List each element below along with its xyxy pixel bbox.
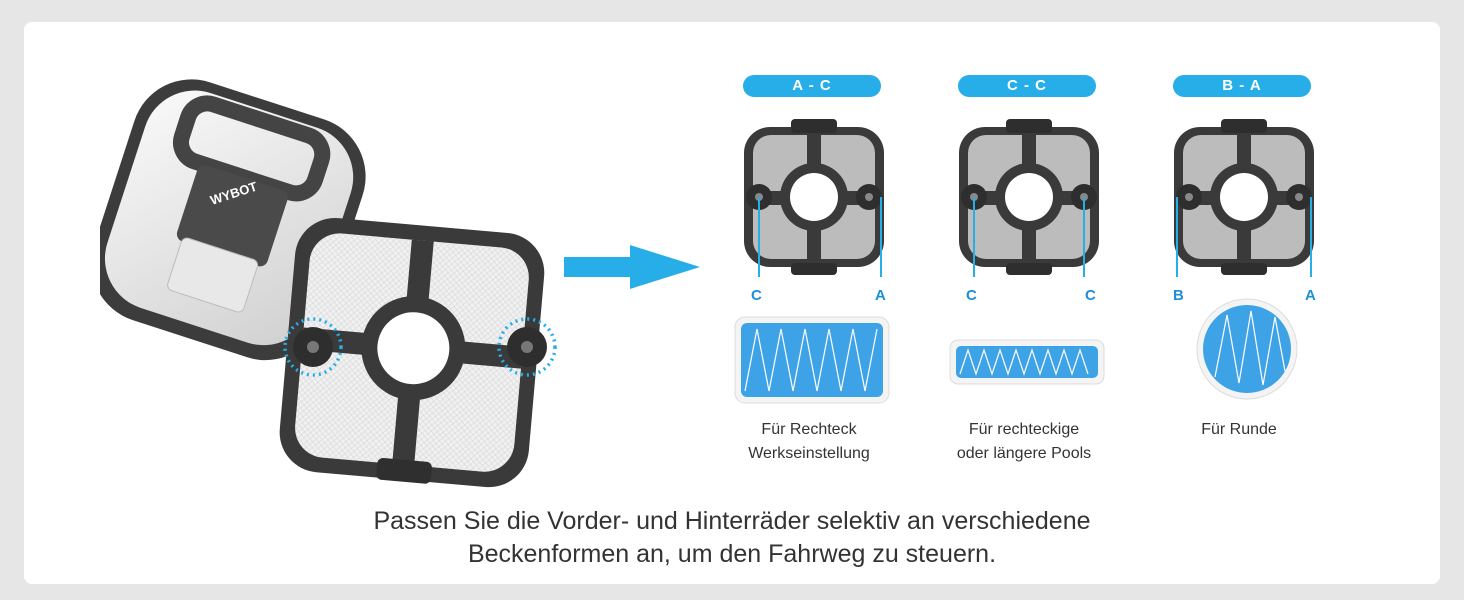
pool-robot-image: WYBOT [100, 79, 557, 488]
config-tag: A - C [743, 75, 881, 97]
left-wheel-label: C [751, 287, 762, 304]
arrow-right-icon [564, 245, 700, 289]
filter-basket-icon [1174, 119, 1314, 277]
pool-round-icon [1196, 298, 1298, 400]
right-wheel-label: C [1085, 287, 1096, 304]
pool-rectangle-icon [734, 316, 890, 404]
config-caption: Für Rechteck Werkseinstellung [705, 418, 913, 466]
config-1: C - C C C Für rechteckige oder länge [940, 75, 1108, 465]
caption-line-1: Für Runde [1201, 421, 1277, 438]
footer-line-2: Beckenformen an, um den Fahrweg zu steue… [467, 540, 997, 568]
caption-line-2: oder längere Pools [956, 445, 1092, 462]
config-tag: B - A [1173, 75, 1311, 97]
caption-line-1: Für Rechteck [761, 421, 857, 438]
config-tag: C - C [958, 75, 1096, 97]
left-wheel-label: B [1173, 287, 1184, 304]
caption-line-2: Werkseinstellung [748, 445, 870, 462]
pool-long-rectangle-icon [949, 339, 1105, 385]
left-wheel-label: C [966, 287, 977, 304]
footer-line-1: Passen Sie die Vorder- und Hinterräder s… [373, 507, 1091, 535]
config-0: A - C C A Für Rechteck Werkseinstell [725, 75, 893, 465]
footer-text: Passen Sie die Vorder- und Hinterräder s… [0, 505, 1464, 571]
filter-basket-icon [959, 119, 1099, 277]
config-caption: Für Runde [1135, 418, 1343, 442]
caption-line-1: Für rechteckige [968, 421, 1080, 438]
right-wheel-label: A [1305, 287, 1316, 304]
config-caption: Für rechteckige oder längere Pools [920, 418, 1128, 466]
filter-basket-icon [744, 119, 884, 277]
right-wheel-label: A [875, 287, 886, 304]
config-2: B - A B A Für Runde [1155, 75, 1323, 465]
